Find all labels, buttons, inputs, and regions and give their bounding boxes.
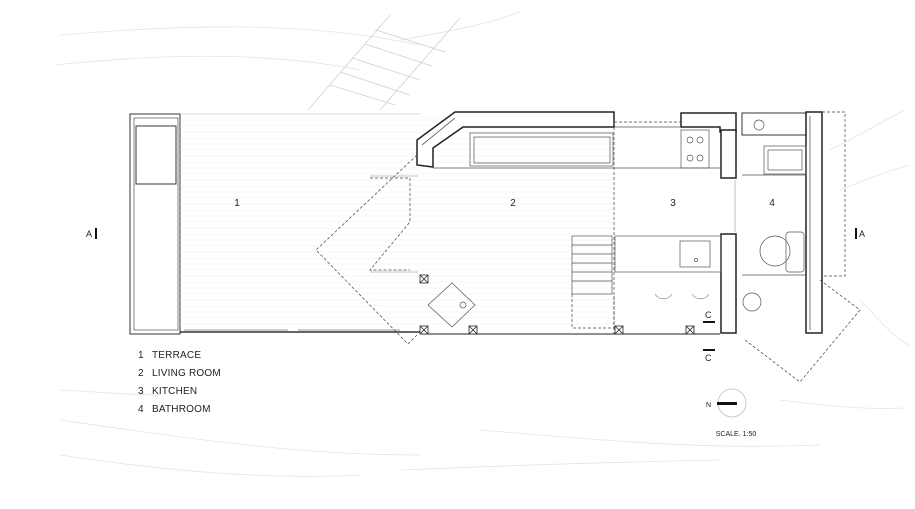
side-table bbox=[427, 282, 476, 328]
room-3-number: 3 bbox=[670, 198, 676, 209]
svg-text:A: A bbox=[859, 229, 865, 239]
columns bbox=[419, 274, 695, 335]
terrace-structure bbox=[129, 113, 420, 335]
scale-label: SCALE. 1:50 bbox=[716, 431, 757, 438]
section-marker-a-left: A bbox=[86, 228, 97, 239]
door-swings bbox=[315, 111, 861, 383]
svg-text:C: C bbox=[705, 310, 712, 320]
section-marker-c-top: C bbox=[703, 310, 715, 323]
svg-text:C: C bbox=[705, 353, 712, 363]
bathroom-fixtures bbox=[742, 119, 807, 312]
window-lines bbox=[370, 175, 736, 273]
column-marker bbox=[419, 325, 429, 335]
column-marker bbox=[468, 325, 478, 335]
section-marker-c-bottom: C bbox=[703, 349, 715, 363]
exterior-stair bbox=[307, 14, 461, 111]
column-marker bbox=[685, 325, 695, 335]
section-marker-a-right: A bbox=[855, 228, 865, 239]
room-2-number: 2 bbox=[510, 198, 516, 209]
column-marker bbox=[419, 274, 429, 284]
house-walls bbox=[416, 111, 823, 335]
contour-lines bbox=[54, 11, 911, 477]
kitchen-fixtures bbox=[433, 126, 722, 300]
north-arrow: N bbox=[706, 388, 747, 418]
north-label: N bbox=[706, 402, 711, 409]
column-marker bbox=[614, 325, 624, 335]
room-4-number: 4 bbox=[769, 198, 775, 209]
floor-hatching bbox=[180, 119, 615, 325]
svg-text:A: A bbox=[86, 229, 92, 239]
room-1-number: 1 bbox=[234, 198, 240, 209]
